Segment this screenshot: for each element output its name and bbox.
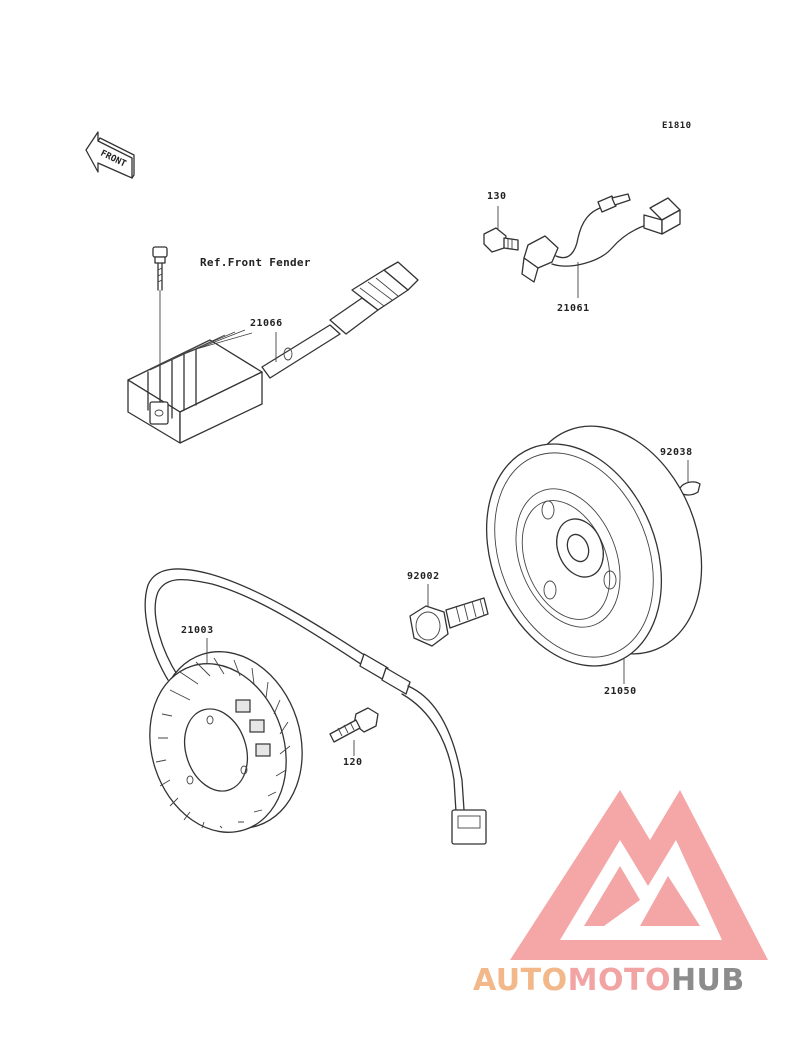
- part-number-92038: 92038: [660, 447, 693, 458]
- part-number-130: 130: [487, 191, 507, 202]
- part-number-21066: 21066: [250, 318, 283, 329]
- stator-coil: [149, 651, 303, 833]
- stator-wire: [144, 568, 487, 845]
- part-number-21050: 21050: [604, 686, 637, 697]
- leader-lines: [206, 206, 689, 756]
- reference-note: Ref.Front Fender: [200, 256, 311, 269]
- flywheel-bolt: [409, 597, 489, 647]
- flywheel-rotor: [485, 425, 703, 667]
- diagram-code: E1810: [662, 121, 692, 131]
- front-arrow-icon: FRONT: [85, 131, 135, 179]
- watermark-hub: HUB: [670, 963, 745, 998]
- regulator-bolt: [152, 246, 168, 420]
- pickup-sensor: [521, 193, 681, 283]
- stator-bolt: [329, 707, 379, 743]
- automotohub-watermark: AUTOMOTOHUB: [473, 963, 745, 998]
- part-number-92002: 92002: [407, 571, 440, 582]
- watermark-moto: MOTO: [567, 963, 671, 998]
- part-number-21061: 21061: [557, 303, 590, 314]
- watermark-auto: AUTO: [473, 963, 568, 998]
- regulator-rectifier: [127, 261, 419, 444]
- automotohub-logo-icon: [510, 790, 768, 960]
- bolt-130: [483, 227, 519, 253]
- part-number-120: 120: [343, 757, 363, 768]
- part-number-21003: 21003: [181, 625, 214, 636]
